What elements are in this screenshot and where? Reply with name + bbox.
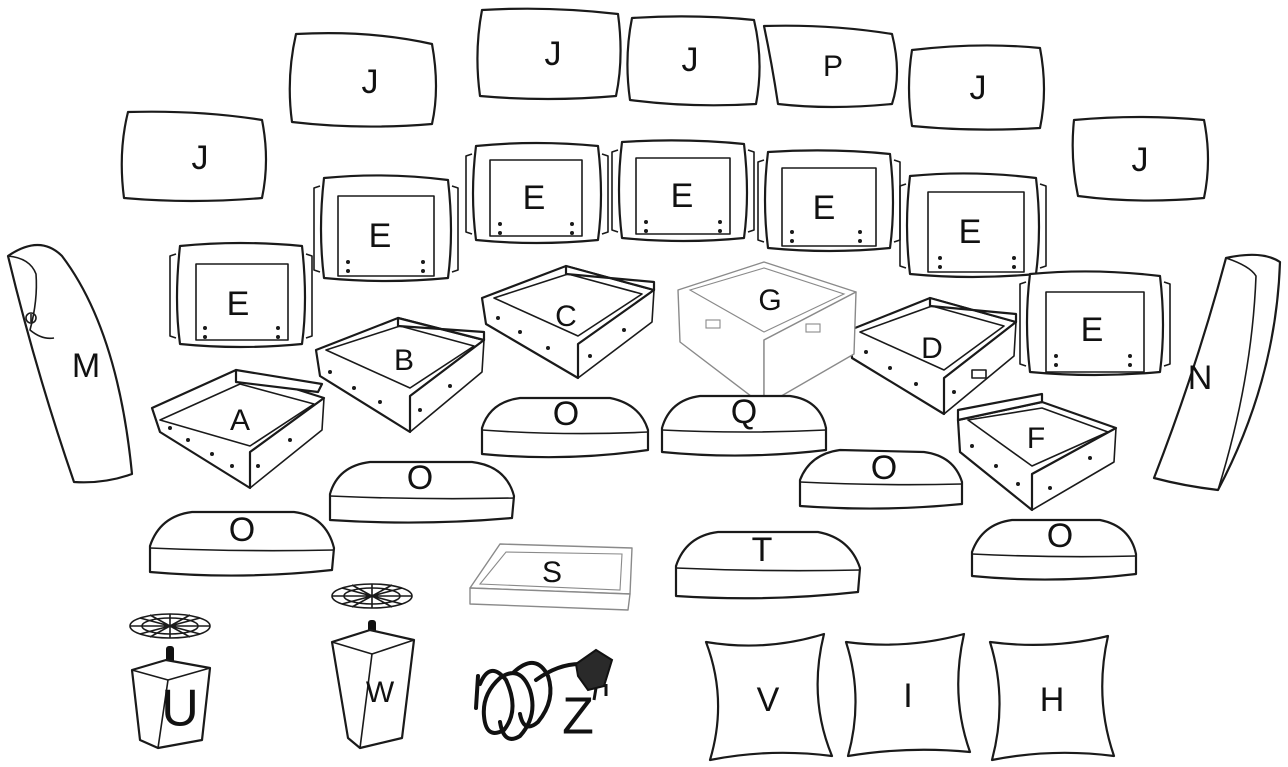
leg-w-label: W xyxy=(366,676,395,709)
frame-b-label: B xyxy=(394,344,414,377)
cushion-j-top-left: J xyxy=(122,112,266,201)
cushion-j-label: J xyxy=(362,63,379,101)
seat-o-center-top: O xyxy=(482,395,648,457)
cushion-j-label: J xyxy=(192,139,209,177)
frame-a-label: A xyxy=(230,404,250,437)
arm-n-label: N xyxy=(1188,359,1213,397)
back-e-label: E xyxy=(523,179,546,217)
back-e-3: E xyxy=(466,143,608,243)
frame-d: D xyxy=(850,298,1016,414)
frame-c-label: C xyxy=(555,300,577,333)
arm-m-label: M xyxy=(72,347,100,385)
seat-q-label: Q xyxy=(731,393,757,431)
frame-c: C xyxy=(482,266,654,378)
cushion-p: P xyxy=(764,26,897,107)
cushion-j-top-center: J xyxy=(627,16,759,105)
back-e-4: E xyxy=(612,140,754,241)
back-e-label: E xyxy=(369,217,392,255)
back-e-label: E xyxy=(227,285,250,323)
seat-o-label: O xyxy=(871,449,897,487)
frame-s-label: S xyxy=(542,556,562,589)
pillow-h: H xyxy=(990,636,1114,760)
frame-b: B xyxy=(316,318,484,432)
seat-o-label: O xyxy=(407,459,433,497)
cushion-j-top-center-left: J xyxy=(477,9,620,99)
seat-o-right-middle: O xyxy=(800,449,962,509)
seat-o-right-bottom: O xyxy=(972,517,1136,580)
cushion-j-label: J xyxy=(545,35,562,73)
frame-s: S xyxy=(470,544,632,610)
back-e-label: E xyxy=(671,177,694,215)
arm-n: N xyxy=(1154,255,1280,490)
leg-u: U xyxy=(130,614,210,748)
cushion-j-upper-left: J xyxy=(290,33,436,126)
power-adapter-z-label: Z xyxy=(562,688,594,746)
seat-o-label: O xyxy=(553,395,579,433)
frame-d-label: D xyxy=(921,332,943,365)
pillow-v: V xyxy=(706,634,832,760)
pillow-i-label: I xyxy=(903,677,912,715)
seat-o-label: O xyxy=(1047,517,1073,555)
seat-o-center-left: O xyxy=(330,459,514,523)
cushion-j-upper-right: J xyxy=(909,45,1044,129)
back-e-label: E xyxy=(813,189,836,227)
seat-o-label: O xyxy=(229,511,255,549)
frame-g: G xyxy=(678,262,856,406)
seat-t-label: T xyxy=(752,531,773,569)
frame-f-label: F xyxy=(1027,422,1045,455)
frame-g-label: G xyxy=(758,284,781,317)
arm-m: M xyxy=(8,245,132,482)
back-e-label: E xyxy=(959,213,982,251)
pillow-h-label: H xyxy=(1040,681,1065,719)
seat-q: Q xyxy=(662,393,826,456)
back-e-5: E xyxy=(758,150,900,251)
back-e-2: E xyxy=(314,175,458,281)
frame-a: A xyxy=(152,370,324,488)
cushion-j-label: J xyxy=(1132,141,1149,179)
pillow-i: I xyxy=(846,634,970,756)
leg-w: W xyxy=(332,584,414,748)
cushion-j-label: J xyxy=(682,41,699,79)
back-e-label: E xyxy=(1081,311,1104,349)
pillow-v-label: V xyxy=(757,681,780,719)
frame-f: F xyxy=(958,394,1116,510)
power-adapter-z: Z xyxy=(476,650,612,746)
cushion-p-label: P xyxy=(823,50,843,83)
leg-u-label: U xyxy=(161,680,199,738)
back-e-6: E xyxy=(900,173,1046,277)
cushion-j-label: J xyxy=(970,69,987,107)
back-e-1: E xyxy=(170,243,312,347)
cushion-j-top-right: J xyxy=(1073,117,1208,201)
seat-t: T xyxy=(676,531,860,598)
back-e-7: E xyxy=(1020,271,1170,375)
seat-o-left: O xyxy=(150,511,334,576)
